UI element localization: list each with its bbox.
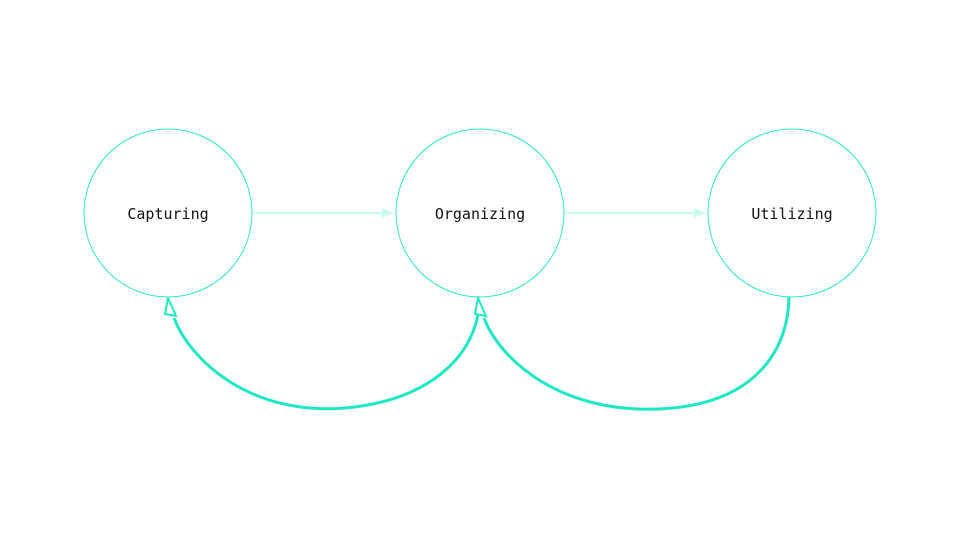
node-capturing-circle bbox=[83, 128, 253, 298]
edge-organizing-to-capturing bbox=[172, 301, 481, 411]
node-organizing-circle bbox=[395, 128, 565, 298]
arrowhead-into-capturing bbox=[163, 294, 178, 318]
node-organizing: Organizing bbox=[395, 128, 565, 298]
node-capturing: Capturing bbox=[83, 128, 253, 298]
node-utilizing-label: Utilizing bbox=[751, 205, 832, 223]
node-organizing-label: Organizing bbox=[435, 205, 525, 223]
node-utilizing-circle bbox=[707, 128, 877, 298]
node-capturing-label: Capturing bbox=[127, 205, 208, 223]
edges-layer bbox=[163, 208, 791, 411]
arrowhead-into-organizing bbox=[473, 294, 488, 318]
edge-utilizing-to-organizing bbox=[482, 295, 791, 411]
node-utilizing: Utilizing bbox=[707, 128, 877, 298]
nodes-layer: Capturing Organizing Utilizing bbox=[83, 128, 877, 298]
